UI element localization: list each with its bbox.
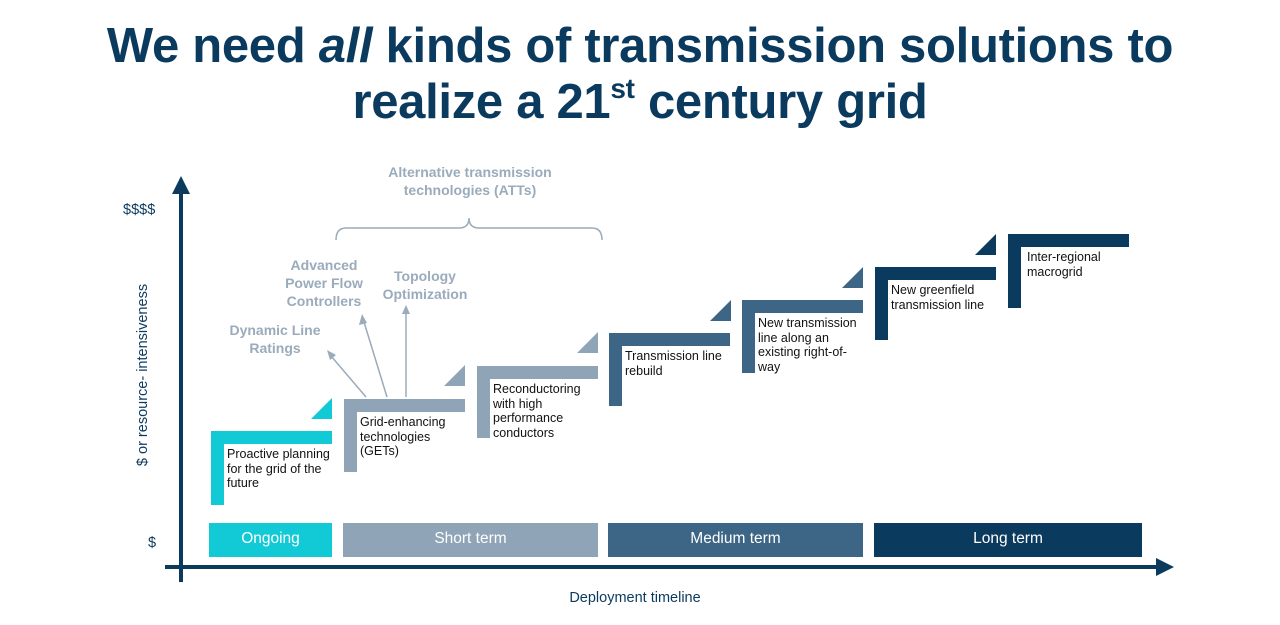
band-short-term bbox=[343, 523, 598, 557]
apfc-label: Advanced Power Flow Controllers bbox=[285, 257, 363, 309]
band-label-ongoing: Ongoing bbox=[241, 530, 300, 547]
gets-arrows bbox=[327, 305, 410, 398]
title-line-1: We need all kinds of transmission soluti… bbox=[0, 18, 1280, 74]
step-text-macrogrid: Inter-regional macrogrid bbox=[1027, 250, 1101, 279]
band-label-short-term: Short term bbox=[434, 530, 507, 547]
step-text-right-of-way: New transmission line along an existing … bbox=[758, 316, 857, 374]
x-axis-arrowhead bbox=[1156, 558, 1174, 576]
atts-bracket bbox=[335, 217, 603, 241]
step-text-reconductoring: Reconductoring with high performance con… bbox=[493, 382, 581, 440]
step-reconductoring-top bbox=[477, 366, 598, 379]
step-gets-side bbox=[344, 399, 357, 472]
title-emphasis: all bbox=[318, 19, 373, 73]
step-rebuild bbox=[609, 300, 731, 406]
band-label-medium-term: Medium term bbox=[690, 530, 781, 547]
arrow-dlr-line bbox=[330, 355, 367, 398]
step-proactive-planning-side bbox=[211, 431, 224, 505]
step-gets-top bbox=[344, 399, 465, 412]
y-axis-arrowhead bbox=[172, 176, 190, 194]
step-greenfield-top bbox=[875, 267, 996, 280]
step-reconductoring bbox=[477, 332, 598, 438]
title-text-2: kinds of transmission solutions to bbox=[372, 19, 1174, 73]
step-reconductoring-side bbox=[477, 366, 490, 438]
band-label-long-term: Long term bbox=[973, 530, 1043, 547]
step-macrogrid-side bbox=[1008, 234, 1021, 308]
step-gets-triangle bbox=[444, 365, 465, 386]
step-gets bbox=[344, 365, 465, 472]
step-greenfield-side bbox=[875, 267, 888, 340]
arrow-topo-head bbox=[402, 305, 410, 314]
band-ongoing bbox=[209, 523, 332, 557]
band-medium-term bbox=[608, 523, 863, 557]
title-text-1: We need bbox=[106, 19, 319, 73]
step-text-gets: Grid-enhancing technologies (GETs) bbox=[360, 415, 446, 458]
atts-label: Alternative transmission technologies (A… bbox=[388, 164, 552, 198]
x-axis-label: Deployment timeline bbox=[569, 590, 701, 606]
dlr-label: Dynamic Line Ratings bbox=[229, 322, 321, 356]
step-right-of-way bbox=[742, 267, 863, 373]
step-proactive-planning-top bbox=[211, 431, 332, 444]
step-right-of-way-side bbox=[742, 300, 755, 373]
y-axis-label: $ or resource- intensiveness bbox=[135, 283, 151, 467]
page-title: We need all kinds of transmission soluti… bbox=[0, 18, 1280, 130]
step-greenfield-triangle bbox=[975, 234, 996, 255]
step-proactive-planning-triangle bbox=[311, 398, 332, 419]
topo-label: Topology Optimization bbox=[382, 268, 468, 302]
step-right-of-way-top bbox=[742, 300, 863, 313]
arrow-apfc-head bbox=[359, 314, 367, 325]
y-axis-bottom-label: $ bbox=[148, 535, 157, 551]
step-right-of-way-triangle bbox=[842, 267, 863, 288]
title-superscript: st bbox=[610, 73, 635, 104]
arrow-dlr-head bbox=[327, 350, 336, 360]
y-axis-top-label: $$$$ bbox=[123, 202, 156, 218]
title-line-2: realize a 21st century grid bbox=[0, 74, 1280, 130]
title-text-4: century grid bbox=[634, 75, 928, 129]
step-proactive-planning bbox=[211, 398, 332, 505]
step-rebuild-triangle bbox=[710, 300, 731, 321]
step-text-rebuild: Transmission line rebuild bbox=[625, 349, 722, 378]
step-macrogrid-top bbox=[1008, 234, 1129, 247]
step-text-proactive-planning: Proactive planning for the grid of the f… bbox=[227, 447, 330, 490]
title-text-3: realize a 21 bbox=[352, 75, 611, 129]
band-long-term bbox=[874, 523, 1142, 557]
step-reconductoring-triangle bbox=[577, 332, 598, 353]
x-axis bbox=[165, 558, 1174, 576]
step-text-greenfield: New greenfield transmission line bbox=[891, 283, 985, 312]
y-axis bbox=[172, 176, 190, 582]
step-greenfield bbox=[875, 234, 996, 340]
step-rebuild-top bbox=[609, 333, 730, 346]
step-rebuild-side bbox=[609, 333, 622, 406]
step-macrogrid bbox=[1008, 234, 1129, 308]
arrow-apfc-line bbox=[363, 321, 388, 398]
